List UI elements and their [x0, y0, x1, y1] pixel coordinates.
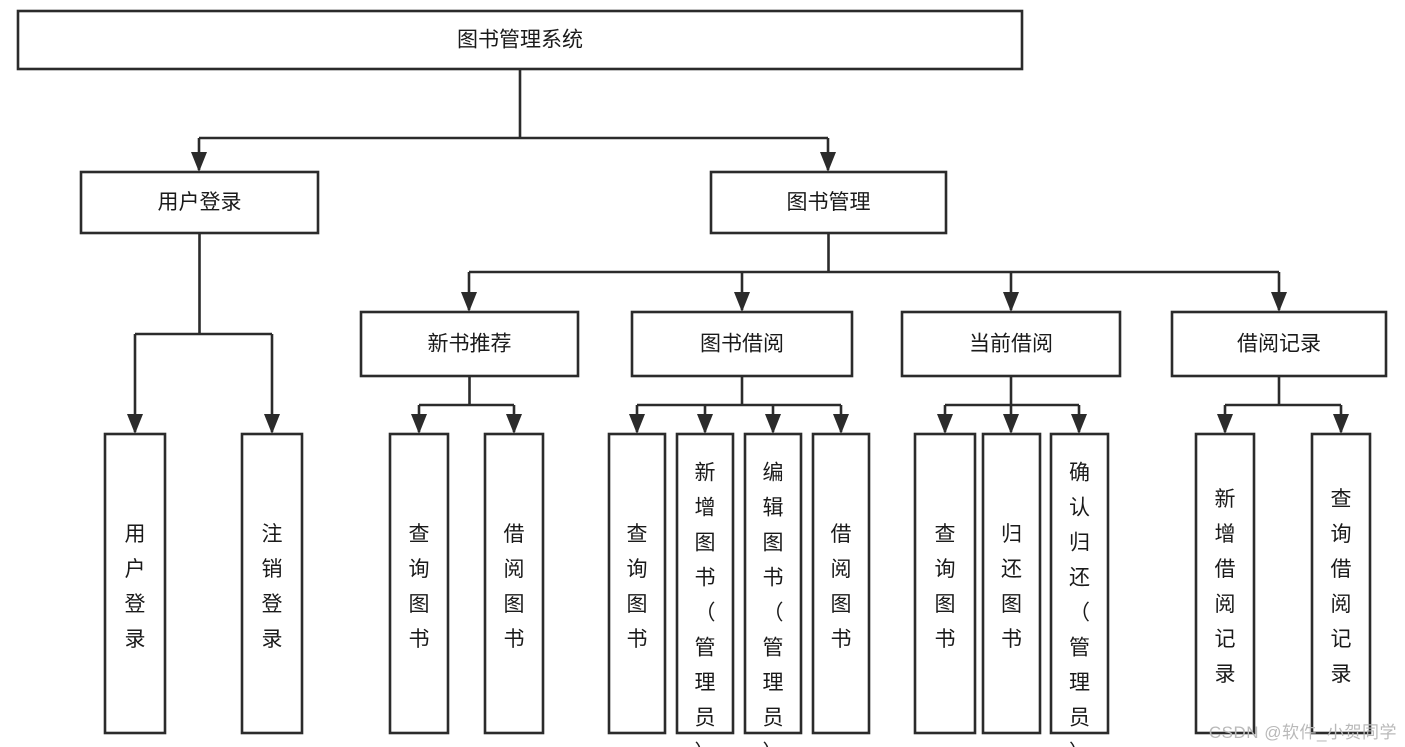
node-book-borrow[interactable]: 图书借阅: [630, 310, 854, 378]
node-label: 新增借阅记录: [1215, 488, 1236, 686]
node-box[interactable]: [900, 310, 1122, 378]
connector-group-user-login-bus: [127, 233, 280, 434]
arrow-head-icon: [734, 292, 750, 312]
node-label: 查询图书: [627, 523, 648, 651]
connector-group-borrow-record-bus: [1217, 376, 1349, 434]
node-box[interactable]: [79, 170, 320, 235]
connector-group-book-borrow-bus: [629, 376, 849, 434]
node-leaf-add-borrow-record[interactable]: 新增借阅记录: [1194, 432, 1256, 735]
node-current-borrow[interactable]: 当前借阅: [900, 310, 1122, 378]
node-box[interactable]: [103, 432, 167, 735]
node-book-management[interactable]: 图书管理: [709, 170, 948, 235]
arrow-head-icon: [1003, 414, 1019, 434]
node-leaf-borrow-book[interactable]: 借阅图书: [811, 432, 871, 735]
arrow-head-icon: [1071, 414, 1087, 434]
arrow-head-icon: [1217, 414, 1233, 434]
node-leaf-borrow-book-recommend[interactable]: 借阅图书: [483, 432, 545, 735]
node-new-book-recommend[interactable]: 新书推荐: [359, 310, 580, 378]
connector-group-root-bus: [191, 69, 836, 172]
node-leaf-return-book[interactable]: 归还图书: [981, 432, 1042, 735]
csdn-watermark: CSDN @软件_小贺同学: [1208, 723, 1397, 742]
arrow-head-icon: [937, 414, 953, 434]
arrow-head-icon: [765, 414, 781, 434]
node-label: 查询图书: [935, 523, 956, 651]
node-label: 新增图书（管理员）: [695, 461, 716, 747]
node-label: 借阅图书: [831, 523, 852, 651]
node-leaf-query-borrow-record[interactable]: 查询借阅记录: [1310, 432, 1372, 735]
node-box[interactable]: [607, 432, 667, 735]
arrow-head-icon: [833, 414, 849, 434]
node-leaf-confirm-return-admin[interactable]: 确认归还（管理员）: [1049, 432, 1110, 747]
node-leaf-query-book-current[interactable]: 查询图书: [913, 432, 977, 735]
arrow-head-icon: [820, 152, 836, 172]
node-label: 当前借阅: [969, 333, 1053, 356]
node-leaf-logout[interactable]: 注销登录: [240, 432, 304, 735]
node-label: 用户登录: [158, 191, 242, 214]
arrow-head-icon: [697, 414, 713, 434]
arrow-head-icon: [411, 414, 427, 434]
arrow-head-icon: [191, 152, 207, 172]
node-box[interactable]: [483, 432, 545, 735]
connector-group-new-book-recommend-bus: [411, 376, 522, 434]
node-box[interactable]: [981, 432, 1042, 735]
arrow-head-icon: [1003, 292, 1019, 312]
node-box[interactable]: [630, 310, 854, 378]
node-box[interactable]: [359, 310, 580, 378]
arrow-head-icon: [629, 414, 645, 434]
node-label: 确认归还（管理员）: [1069, 461, 1090, 747]
arrow-head-icon: [1271, 292, 1287, 312]
node-leaf-query-book-borrow[interactable]: 查询图书: [607, 432, 667, 735]
node-box[interactable]: [16, 9, 1024, 71]
node-box[interactable]: [811, 432, 871, 735]
node-root[interactable]: 图书管理系统: [16, 9, 1024, 71]
connector-group-current-borrow-bus: [937, 376, 1087, 434]
node-box[interactable]: [1170, 310, 1388, 378]
node-label: 借阅记录: [1237, 333, 1321, 356]
node-label: 新书推荐: [428, 333, 512, 356]
node-label: 用户登录: [125, 523, 146, 651]
node-box[interactable]: [388, 432, 450, 735]
node-borrow-record[interactable]: 借阅记录: [1170, 310, 1388, 378]
node-label: 图书管理: [787, 191, 871, 214]
node-label: 查询图书: [409, 523, 430, 651]
node-user-login[interactable]: 用户登录: [79, 170, 320, 235]
node-label: 借阅图书: [504, 523, 525, 651]
node-label: 图书管理系统: [457, 29, 583, 52]
node-box[interactable]: [709, 170, 948, 235]
node-box[interactable]: [1194, 432, 1256, 735]
arrow-head-icon: [461, 292, 477, 312]
connector-layer: [127, 69, 1349, 434]
node-box[interactable]: [1049, 432, 1110, 735]
arrow-head-icon: [127, 414, 143, 434]
node-label: 注销登录: [262, 523, 283, 651]
node-box[interactable]: [675, 432, 735, 735]
node-leaf-user-login[interactable]: 用户登录: [103, 432, 167, 735]
node-leaf-add-book-admin[interactable]: 新增图书（管理员）: [675, 432, 735, 747]
connector-group-book-management-bus: [461, 233, 1287, 312]
node-label: 编辑图书（管理员）: [763, 461, 784, 747]
node-layer: 图书管理系统用户登录图书管理新书推荐图书借阅当前借阅借阅记录用户登录注销登录查询…: [16, 9, 1388, 747]
node-box[interactable]: [743, 432, 803, 735]
node-label: 归还图书: [1001, 523, 1022, 651]
arrow-head-icon: [1333, 414, 1349, 434]
node-label: 图书借阅: [700, 333, 784, 356]
arrow-head-icon: [264, 414, 280, 434]
node-label: 查询借阅记录: [1331, 488, 1352, 686]
node-box[interactable]: [913, 432, 977, 735]
node-leaf-query-book-recommend[interactable]: 查询图书: [388, 432, 450, 735]
node-box[interactable]: [240, 432, 304, 735]
node-box[interactable]: [1310, 432, 1372, 735]
node-leaf-edit-book-admin[interactable]: 编辑图书（管理员）: [743, 432, 803, 747]
arrow-head-icon: [506, 414, 522, 434]
